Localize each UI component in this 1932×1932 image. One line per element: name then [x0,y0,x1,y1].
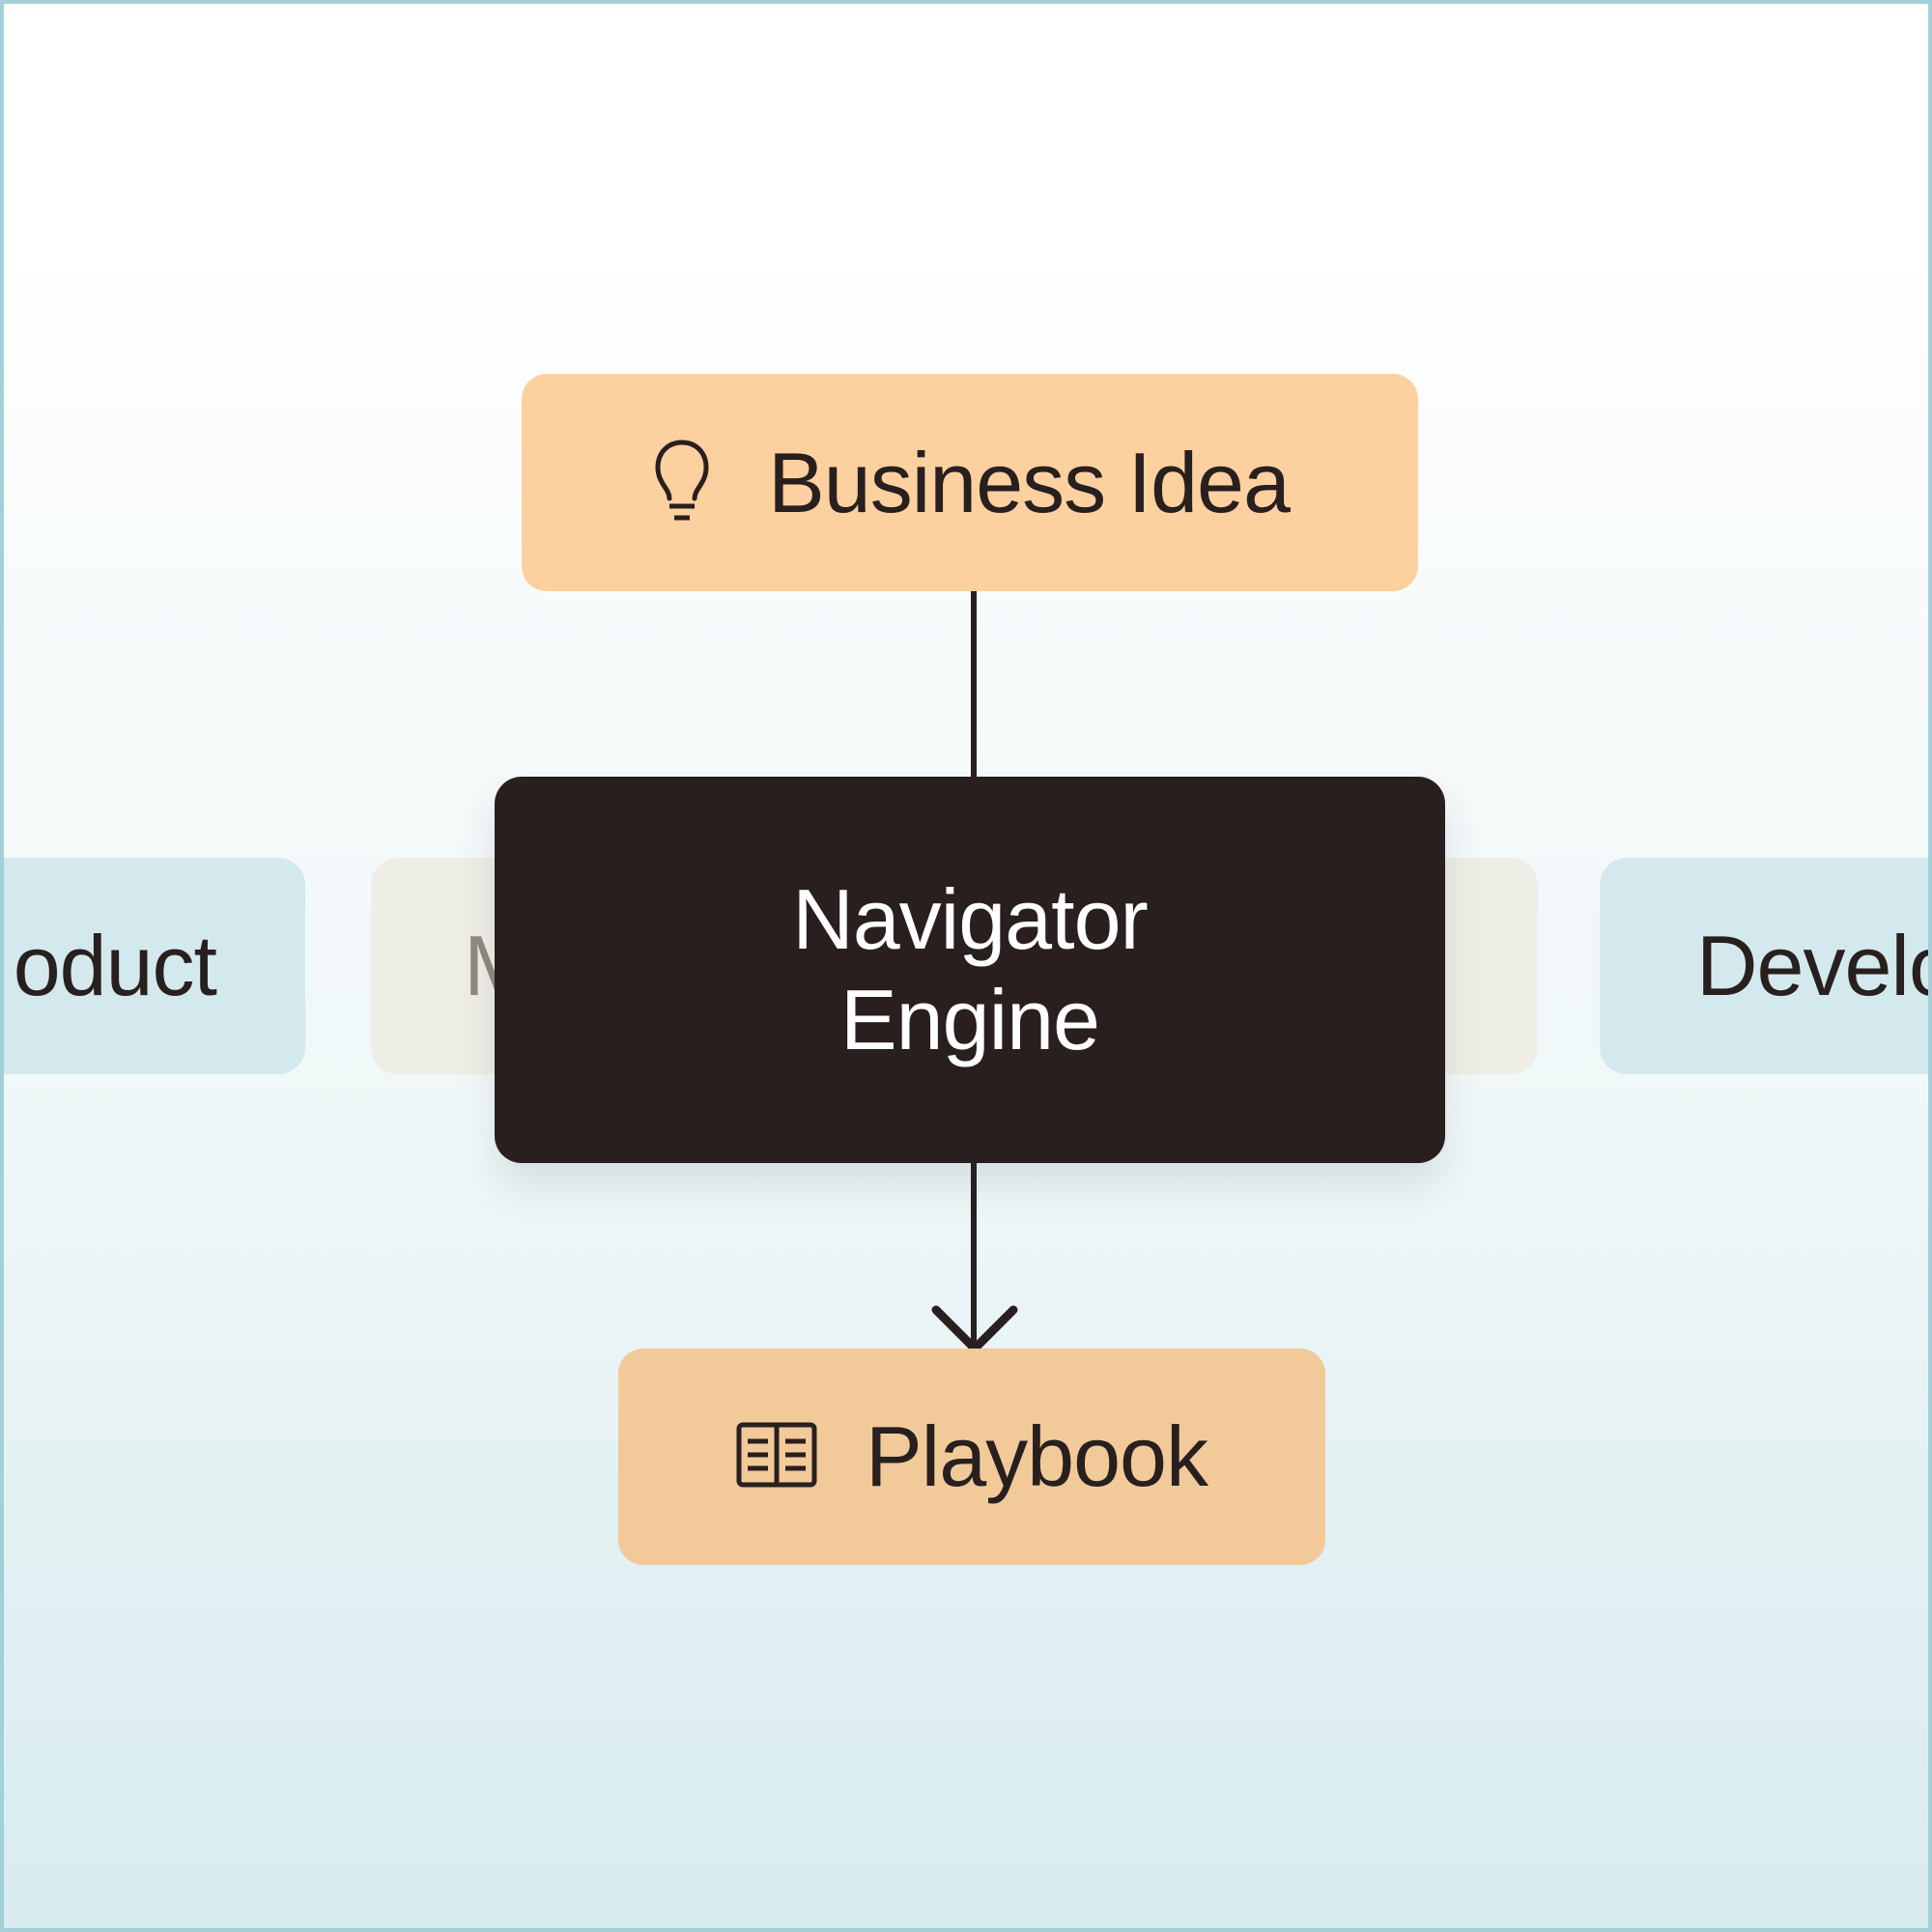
side-node-develop[interactable]: Develo [1600,858,1932,1074]
side-node-product[interactable]: oduct [4,858,305,1074]
connector-line-bottom [971,1153,977,1347]
side-node-product-label: oduct [13,918,217,1013]
node-business-idea-label: Business Idea [768,434,1291,530]
lightbulb-icon [650,437,714,528]
node-playbook-label: Playbook [865,1408,1208,1504]
node-navigator-engine-line-2: Engine [839,972,1100,1067]
node-navigator-engine-line-1: Navigator [792,871,1149,967]
connector-line-top [971,583,977,786]
open-book-icon [736,1422,817,1492]
side-node-develop-label: Develo [1696,918,1932,1013]
node-business-idea[interactable]: Business Idea [522,374,1418,591]
node-playbook[interactable]: Playbook [618,1349,1325,1565]
node-navigator-engine[interactable]: Navigator Engine [495,777,1445,1163]
